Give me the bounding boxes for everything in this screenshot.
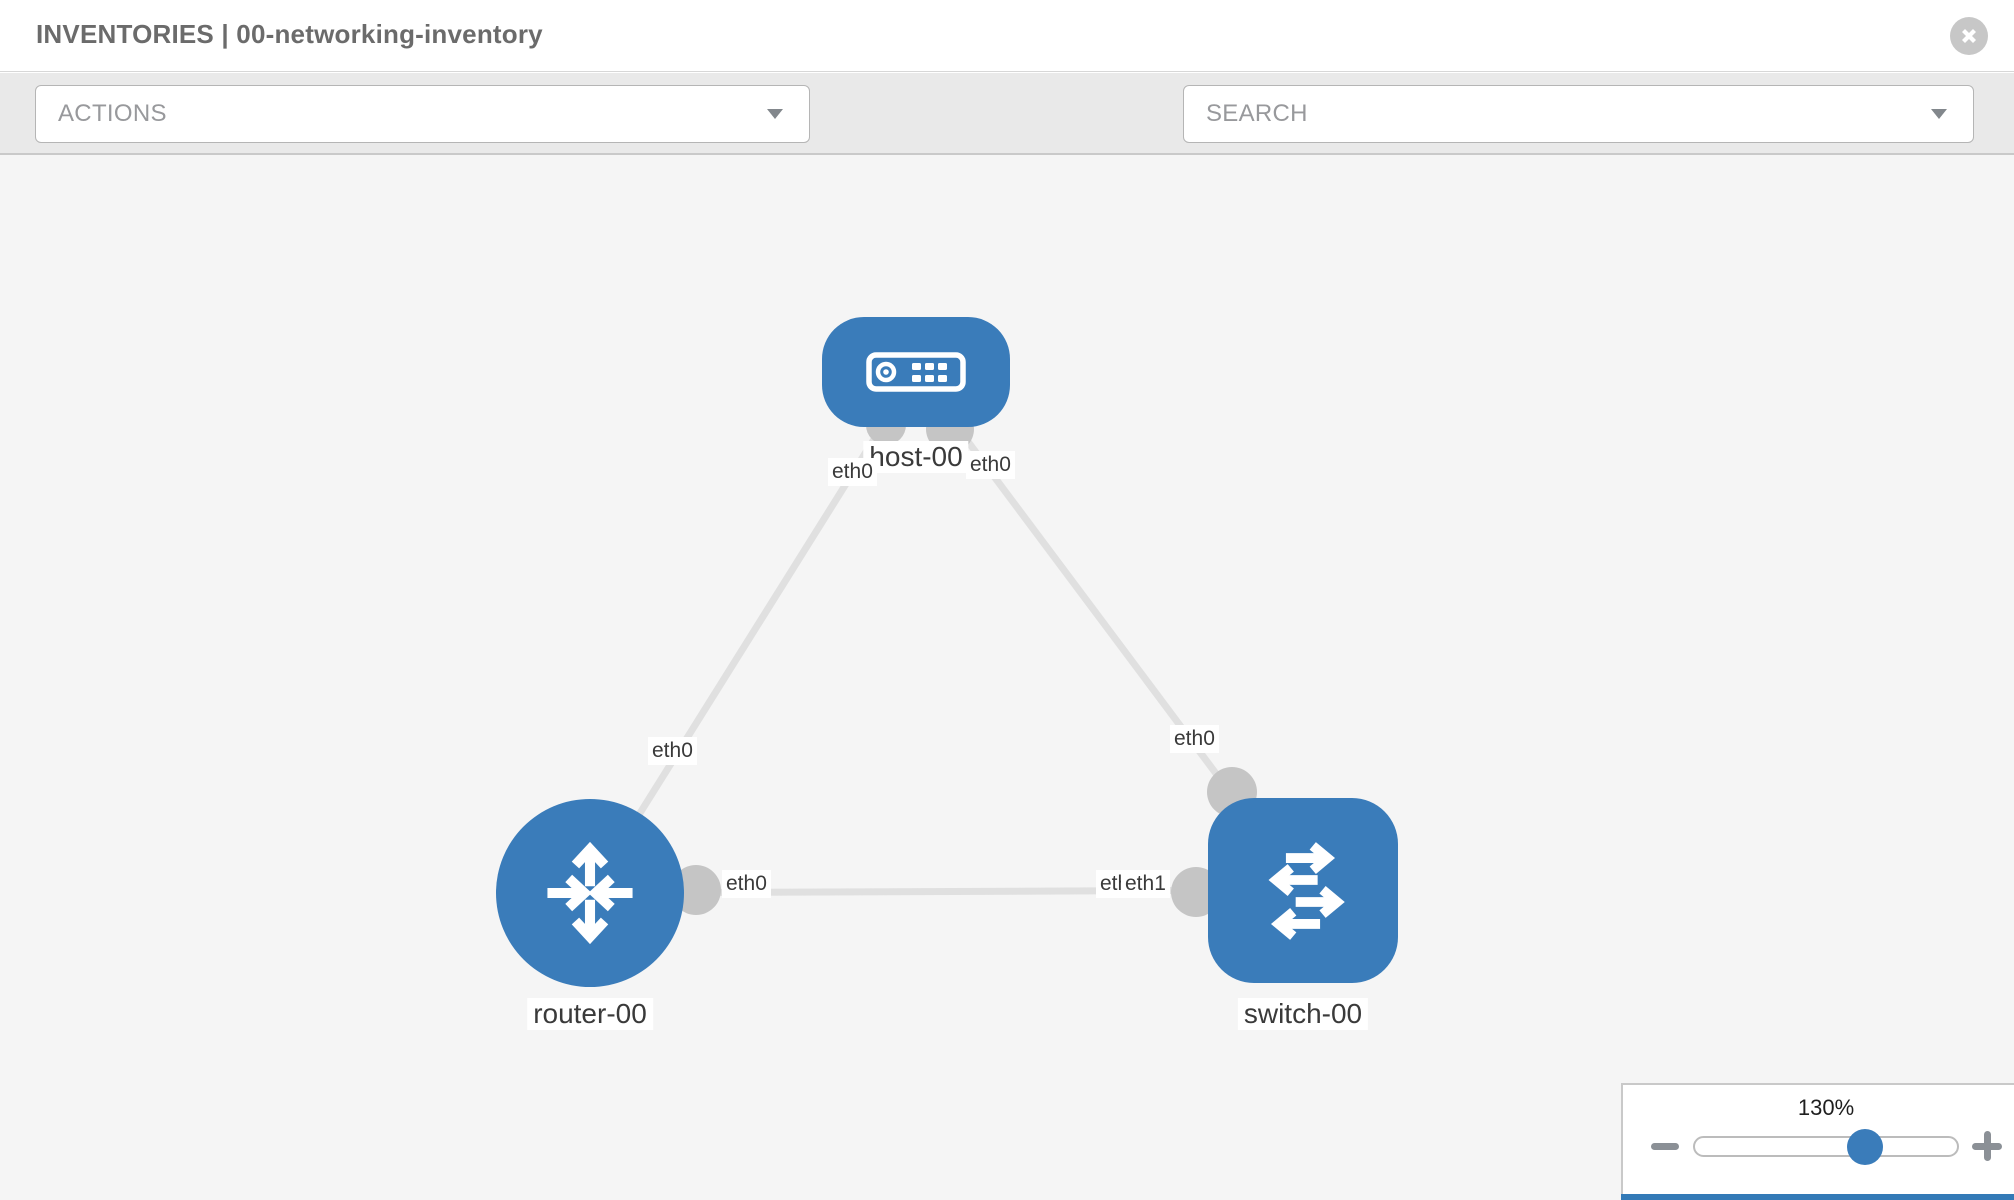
zoom-slider-track[interactable]: [1693, 1136, 1959, 1157]
interface-label-host-eth0-right: eth0: [966, 451, 1015, 479]
node-host-00[interactable]: [822, 317, 1010, 427]
interface-label-switch-eth0-top: eth0: [1170, 725, 1219, 753]
page-title: INVENTORIES | 00-networking-inventory: [36, 19, 543, 49]
interface-label-host-eth0-left: eth0: [828, 458, 877, 486]
zoom-level: 130%: [1797, 1095, 1855, 1120]
node-label-switch: switch-00: [1237, 998, 1369, 1030]
switch-icon: [1268, 841, 1345, 940]
actions-dropdown-label: ACTIONS: [58, 100, 167, 127]
chevron-down-icon: [1931, 109, 1947, 119]
bottom-accent-bar: [1621, 1194, 2014, 1200]
panel-header: INVENTORIES | 00-networking-inventory: [0, 0, 2014, 72]
interface-label-router-eth0-right: eth0: [722, 870, 771, 898]
zoom-in-button plus-icon[interactable]: [1972, 1131, 2002, 1161]
topology-canvas[interactable]: host-00 router-00 switch-00 eth0 eth0 et…: [0, 155, 2014, 1200]
router-icon: [547, 841, 633, 945]
node-label-router: router-00: [527, 998, 653, 1030]
zoom-widget: 130%: [1621, 1083, 2014, 1200]
close-icon: [1962, 29, 1976, 43]
zoom-out-button minus-icon[interactable]: [1651, 1143, 1679, 1150]
interface-label-router-eth0-top: eth0: [648, 737, 697, 765]
search-dropdown-label: SEARCH: [1206, 100, 1308, 127]
close-button[interactable]: [1950, 17, 1988, 55]
host-icon: [866, 352, 966, 392]
zoom-slider-thumb[interactable]: [1847, 1129, 1883, 1165]
toolbar: ACTIONS SEARCH: [0, 73, 2014, 206]
chevron-down-icon: [767, 109, 783, 119]
links-layer: [587, 369, 1306, 917]
actions-dropdown[interactable]: ACTIONS: [35, 85, 810, 143]
node-switch-00[interactable]: [1208, 798, 1398, 983]
interface-connectors: [671, 405, 1257, 917]
interface-label-switch-eth1: eth1: [1121, 870, 1170, 898]
node-label-host: host-00: [863, 441, 969, 473]
node-router-00[interactable]: [496, 799, 684, 987]
search-dropdown[interactable]: SEARCH: [1183, 85, 1974, 143]
